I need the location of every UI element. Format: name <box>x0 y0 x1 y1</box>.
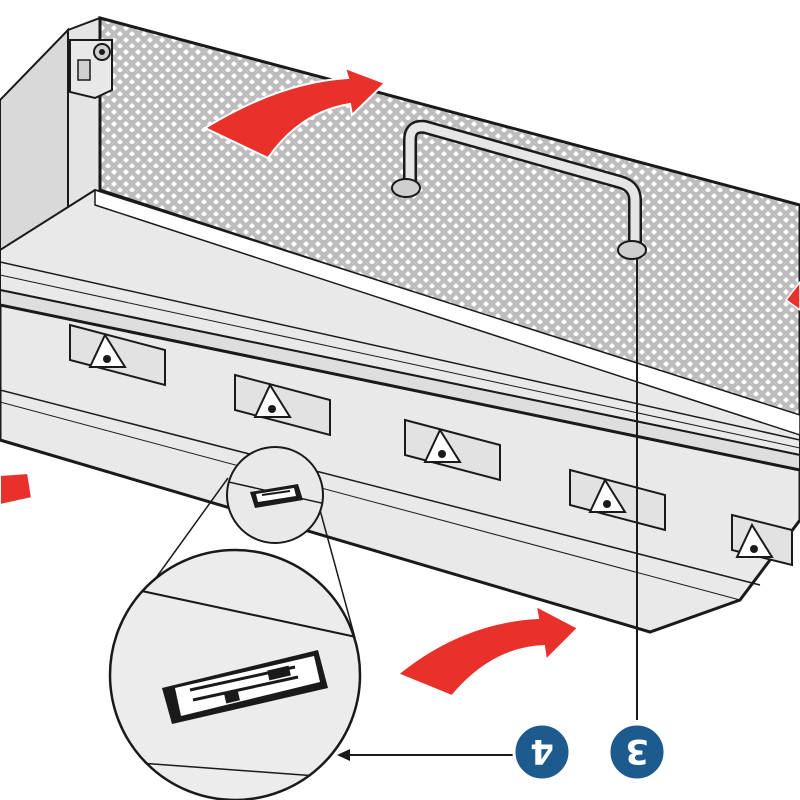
callout-4-label: 4 <box>530 731 554 771</box>
rotate-arrow-icon <box>784 280 800 311</box>
corner-fastener <box>69 39 113 100</box>
triangle-bracket-icon <box>731 513 793 567</box>
nameplate-icon <box>162 650 328 724</box>
triangle-bracket-icon <box>569 468 666 532</box>
leader-lines <box>337 258 638 761</box>
nameplate-icon <box>250 484 303 508</box>
rotate-arrow-icon <box>0 471 34 507</box>
front-panel <box>0 303 800 634</box>
triangle-bracket-icon <box>69 323 166 387</box>
bracket-row <box>69 323 793 567</box>
callout-3-label: 3 <box>625 731 649 771</box>
rotate-arrow-icon <box>202 66 387 160</box>
triangle-bracket-icon <box>234 373 331 437</box>
callout-4: 4 <box>512 722 572 782</box>
triangle-bracket-icon <box>404 418 501 482</box>
rotate-arrow-icon <box>396 604 580 698</box>
tray-floor <box>0 188 800 457</box>
label-magnifier-source <box>226 446 324 544</box>
handle-mount <box>391 119 647 260</box>
front-rail <box>0 288 800 472</box>
label-magnifier <box>108 548 362 800</box>
callout-3: 3 <box>607 722 667 782</box>
